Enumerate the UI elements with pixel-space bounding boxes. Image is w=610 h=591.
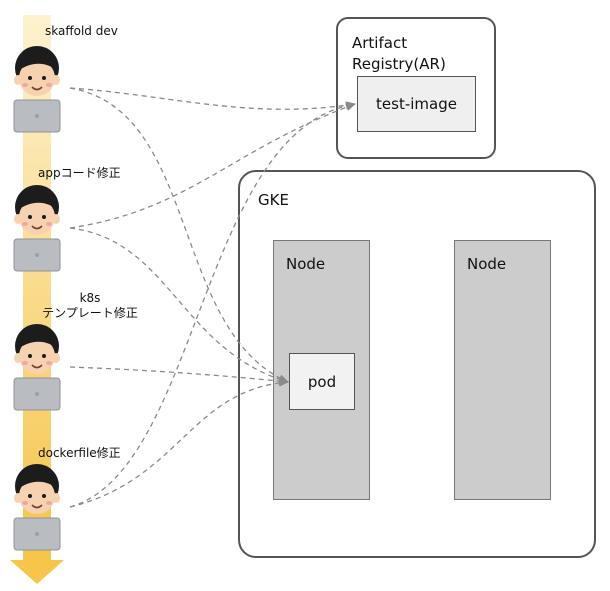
pod-box: pod [289, 353, 355, 410]
connector-step1-image [69, 87, 356, 110]
step-label-k8s-template: k8s テンプレート修正 [30, 291, 150, 321]
developer-icon-3 [13, 323, 61, 411]
test-image-label: test-image [376, 95, 457, 113]
connector-step3-pod [69, 366, 289, 386]
connector-step1-pod [69, 87, 289, 383]
artifact-registry-title-line1: Artifact [352, 34, 408, 52]
developer-icon-4 [13, 463, 61, 551]
connector-step4-image [69, 101, 356, 508]
artifact-registry-title-line2: Registry(AR) [352, 55, 446, 73]
test-image-box: test-image [357, 76, 476, 132]
step-label-dockerfile: dockerfile修正 [38, 446, 121, 460]
node-1-label: Node [286, 255, 326, 273]
pod-label: pod [307, 372, 337, 391]
node-2-label: Node [467, 255, 507, 273]
step-label-skaffold-dev: skaffold dev [45, 24, 118, 38]
connector-step4-pod [69, 378, 289, 508]
step-label-k8s-line1: k8s [79, 291, 101, 305]
connector-step2-pod [69, 227, 289, 384]
developer-icon-1 [13, 45, 61, 133]
developer-icon-2 [13, 184, 61, 272]
step-label-app-code: appコード修正 [38, 166, 121, 180]
artifact-registry-title: Artifact Registry(AR) [352, 33, 446, 75]
gke-title: GKE [258, 191, 289, 209]
node-2: Node [454, 240, 551, 500]
step-label-k8s-line2: テンプレート修正 [42, 306, 138, 320]
